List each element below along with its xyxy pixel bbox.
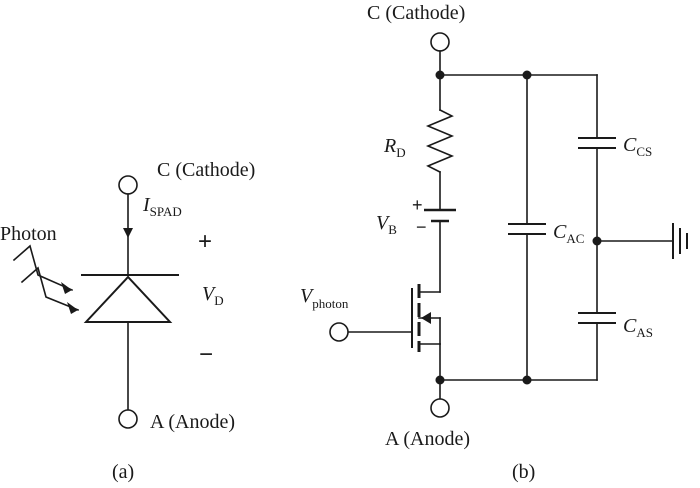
photon-arrows-icon [12, 244, 80, 314]
cac-label: CAC [553, 221, 584, 246]
anode-label-a: A (Anode) [150, 411, 235, 433]
anode-terminal-a [118, 409, 138, 429]
ccs-label: CCS [623, 134, 652, 159]
cathode-terminal-b [430, 32, 450, 52]
resistor-label: RD [383, 135, 406, 160]
resistor-rd [425, 108, 455, 174]
voltage-label: VD [202, 283, 224, 308]
gate-label: Vphoton [300, 285, 349, 311]
gate-terminal [329, 322, 349, 342]
cas-label: CAS [623, 315, 653, 340]
current-label: ISPAD [142, 194, 182, 219]
battery-plus-sign: + [412, 195, 423, 215]
diode-triangle [83, 275, 173, 323]
mosfet-switch [347, 284, 441, 352]
cathode-label-a: C (Cathode) [157, 159, 255, 181]
anode-terminal-b [430, 398, 450, 418]
voltage-minus-sign: − [199, 341, 213, 368]
battery-label: VB [376, 212, 397, 237]
photon-label: Photon [0, 223, 57, 245]
anode-label-b: A (Anode) [385, 428, 470, 450]
panel-a-spad-symbol: C (Cathode) Photon ISPAD + VD − A (Anode… [0, 159, 255, 483]
cathode-terminal-a [118, 175, 138, 195]
caption-a: (a) [112, 461, 134, 483]
voltage-plus-sign: + [198, 228, 212, 255]
battery-minus-sign: − [416, 217, 427, 237]
caption-b: (b) [512, 461, 535, 483]
current-arrow-icon [123, 228, 133, 238]
cathode-label-b: C (Cathode) [367, 2, 465, 24]
mosfet-arrow-icon [421, 312, 431, 324]
panel-b-equivalent-circuit: C (Cathode) RD + VB − Vphoton CCS CAC CA… [300, 2, 688, 483]
ground-icon [672, 223, 688, 259]
